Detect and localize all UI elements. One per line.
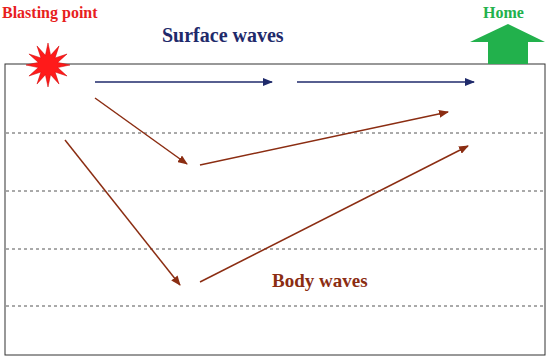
home-arrow <box>470 24 545 64</box>
surface-wave-arrows <box>95 81 474 83</box>
ground-block <box>5 64 545 355</box>
layer-boundaries <box>6 133 544 306</box>
text-label: Surface waves <box>162 24 284 46</box>
blast-star <box>26 43 70 87</box>
text-label: Body waves <box>272 271 368 292</box>
body-wave-arrows <box>65 98 468 285</box>
text-label: Home <box>483 4 524 22</box>
text-label: Blasting point <box>2 4 98 22</box>
